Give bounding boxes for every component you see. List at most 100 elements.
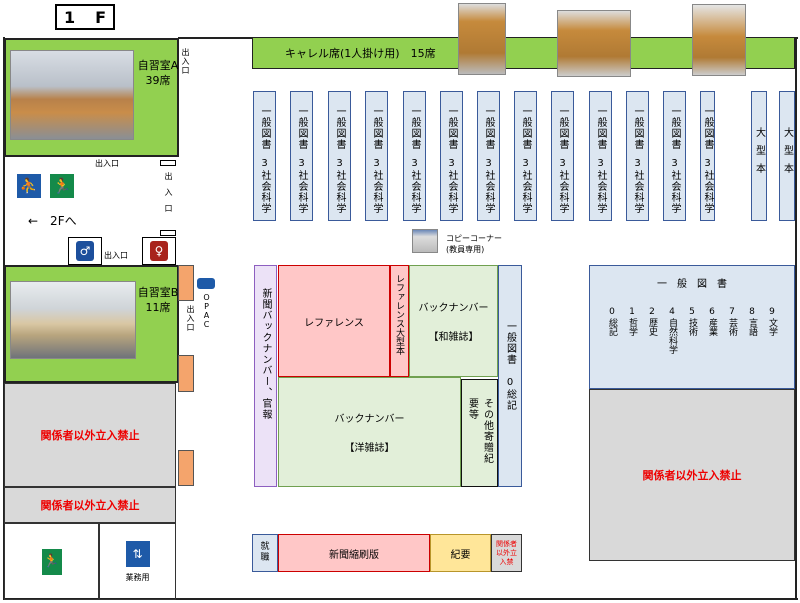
shelf-general-label: 一般図書 bbox=[702, 106, 713, 150]
opac-label: OPAC bbox=[202, 293, 211, 329]
study-room-a-photo bbox=[10, 50, 134, 140]
study-room-a[interactable]: 自習室A 39席 bbox=[4, 38, 179, 157]
shelf-class-label: 3社会科学 bbox=[595, 158, 606, 214]
class-name: 歴史 bbox=[647, 318, 657, 336]
back-numbers-foreign[interactable]: バックナンバー 【洋雑誌】 bbox=[278, 377, 461, 487]
class-name: 産業 bbox=[707, 318, 717, 336]
job-hunting-shelf[interactable]: 就職 bbox=[252, 534, 278, 572]
shelf-general-label: 一般図書 bbox=[483, 106, 494, 150]
entrance-label-a-bottom: 出入口 bbox=[95, 159, 119, 168]
study-room-a-name: 自習室A bbox=[137, 59, 179, 72]
general-0-class: 0総記 bbox=[504, 377, 516, 411]
entrance-label-b-side: 出入口 bbox=[186, 305, 195, 332]
copy-corner[interactable]: コピーコーナー (教員専用) bbox=[446, 233, 502, 255]
restricted-area-left-2: 関係者以外立入禁止 bbox=[4, 487, 176, 523]
copy-corner-note: (教員専用) bbox=[446, 245, 485, 254]
general-books-shelf[interactable]: 一般図書 3社会科学 bbox=[700, 91, 715, 221]
shelf-class-label: 3社会科学 bbox=[371, 158, 382, 214]
large-books-shelf-2[interactable]: 大型本 bbox=[779, 91, 795, 221]
class-name: 芸術 bbox=[727, 318, 737, 336]
bulletins-shelf[interactable]: 紀要 bbox=[430, 534, 491, 572]
newspaper-reduced-print[interactable]: 新聞縮刷版 bbox=[278, 534, 430, 572]
bulletin-label: 紀要 bbox=[450, 549, 471, 561]
class-name: 哲学 bbox=[627, 318, 637, 336]
reference-area[interactable]: レファレンス bbox=[278, 265, 390, 377]
back-numbers-japanese[interactable]: バックナンバー 【和雑誌】 bbox=[409, 265, 498, 377]
opac-terminal[interactable] bbox=[178, 265, 194, 301]
restricted-small-label: 関係者以外立入禁 bbox=[496, 539, 517, 566]
shelf-general-label: 一般図書 bbox=[259, 106, 270, 150]
reference-label: レファレンス bbox=[304, 317, 364, 329]
general-books-shelf[interactable]: 一般図書 3社会科学 bbox=[514, 91, 537, 221]
staff-elevator-label: 業務用 bbox=[125, 572, 150, 582]
shelf-class-label: 3社会科学 bbox=[296, 158, 307, 214]
general-books-shelf[interactable]: 一般図書 3社会科学 bbox=[589, 91, 612, 221]
reference-large-label: レファレンス大型本 bbox=[394, 274, 404, 355]
class-number: 1 bbox=[629, 307, 635, 317]
class-number: 5 bbox=[689, 307, 695, 317]
class-name: 自然科学 bbox=[667, 318, 677, 354]
newspaper-back-numbers[interactable]: 新聞バックナンバー、官報 bbox=[254, 265, 277, 487]
general-books-shelf[interactable]: 一般図書 3社会科学 bbox=[477, 91, 500, 221]
storage-block bbox=[178, 355, 194, 392]
class-number: 9 bbox=[769, 307, 775, 317]
shelf-general-label: 一般図書 bbox=[446, 106, 457, 150]
restricted-small: 関係者以外立入禁 bbox=[491, 534, 522, 572]
shelf-general-label: 一般図書 bbox=[409, 106, 420, 150]
stairs-to-2f-label[interactable]: ← 2Fへ bbox=[28, 214, 77, 228]
large-books-label: 大型本 bbox=[753, 127, 765, 181]
carrel-photo bbox=[557, 10, 631, 77]
class-name: 言語 bbox=[747, 318, 757, 336]
shelf-class-label: 3社会科学 bbox=[702, 158, 713, 214]
shelf-general-label: 一般図書 bbox=[371, 106, 382, 150]
study-room-b[interactable]: 自習室B 11席 bbox=[4, 265, 179, 383]
emergency-exit-room: 🏃 bbox=[4, 523, 99, 600]
other-donated-bulletins[interactable]: その他寄贈紀要等 bbox=[461, 379, 498, 487]
carrel-label: キャレル席(1人掛け用) 15席 bbox=[285, 47, 436, 60]
general-books-shelf[interactable]: 一般図書 3社会科学 bbox=[365, 91, 388, 221]
class-number: 4 bbox=[669, 307, 675, 317]
floor-suffix: F bbox=[95, 7, 107, 27]
general-books-shelf[interactable]: 一般図書 3社会科学 bbox=[290, 91, 313, 221]
class-name: 文学 bbox=[767, 318, 777, 336]
staff-elevator: ⇅ 業務用 bbox=[99, 523, 176, 600]
shelf-class-label: 3社会科学 bbox=[557, 158, 568, 214]
back-numbers-jp-title: バックナンバー bbox=[418, 303, 489, 314]
womens-restroom-icon: ♀ bbox=[150, 241, 168, 261]
copy-corner-title: コピーコーナー bbox=[446, 234, 502, 243]
shelf-general-label: 一般図書 bbox=[296, 106, 307, 150]
shelf-class-label: 3社会科学 bbox=[520, 158, 531, 214]
restricted-area-left-1: 関係者以外立入禁止 bbox=[4, 383, 176, 487]
shelf-general-label: 一般図書 bbox=[520, 106, 531, 150]
newspaper-back-label: 新聞バックナンバー、官報 bbox=[260, 288, 271, 420]
restricted-label: 関係者以外立入禁止 bbox=[40, 429, 140, 442]
mens-restroom[interactable]: ♂ bbox=[68, 237, 102, 265]
womens-restroom[interactable]: ♀ bbox=[142, 237, 176, 265]
shelf-class-label: 3社会科学 bbox=[483, 158, 494, 214]
shelf-class-label: 3社会科学 bbox=[632, 158, 643, 214]
copier-icon bbox=[412, 229, 438, 253]
large-books-shelf[interactable]: 大型本 bbox=[751, 91, 767, 221]
shelf-class-label: 3社会科学 bbox=[334, 158, 345, 214]
class-number: 6 bbox=[709, 307, 715, 317]
class-name: 総記 bbox=[607, 318, 617, 336]
back-numbers-jp-sub: 【和雑誌】 bbox=[428, 332, 479, 343]
shelf-general-label: 一般図書 bbox=[595, 106, 606, 150]
reference-large-books[interactable]: レファレンス大型本 bbox=[390, 265, 409, 377]
general-books-0-shelf[interactable]: 一般図書 0総記 bbox=[498, 265, 522, 487]
